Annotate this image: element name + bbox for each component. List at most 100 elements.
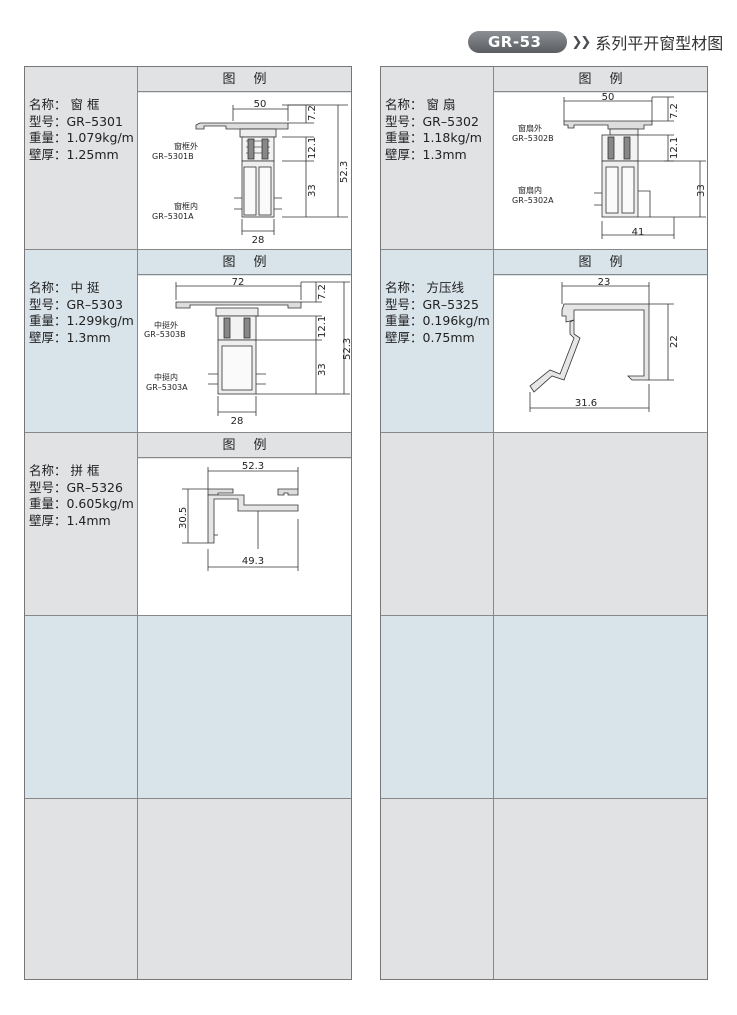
label-inner: 中挺内 xyxy=(154,372,178,382)
dim-width-top: 72 xyxy=(232,277,245,288)
dim-total: 52.3 xyxy=(342,338,351,360)
label-outer-code: GR–5301B xyxy=(152,152,194,161)
profile-drawing-5302: 50 7.2 12.1 33 41 窗扇外 GR–5302B 窗扇内 GR–53… xyxy=(512,92,707,239)
spec-wall: 壁厚：1.4mm xyxy=(29,512,111,528)
figure-cell xyxy=(494,799,707,979)
dim-h2: 12.1 xyxy=(669,137,680,159)
spec-model: 型号：GR–5301 xyxy=(29,113,123,129)
spec-wall: 壁厚：0.75mm xyxy=(385,329,475,345)
spec-weight: 重量：0.605kg/m xyxy=(29,496,134,511)
dim-h3: 33 xyxy=(317,363,328,376)
figure-header: 图例 xyxy=(494,250,707,275)
figure-header: 图例 xyxy=(138,250,351,275)
dim-width-top: 23 xyxy=(598,277,611,288)
label-inner-code: GR–5301A xyxy=(152,212,194,221)
spec-model: 型号：GR–5303 xyxy=(29,296,123,312)
spec-cell: 名称： 方压线 型号：GR–5325 重量：0.196kg/m 壁厚：0.75m… xyxy=(381,250,494,432)
dim-width-bottom: 28 xyxy=(252,235,265,246)
spec-cell: 名称： 窗 扇 型号：GR–5302 重量：1.18kg/m 壁厚：1.3mm xyxy=(381,67,494,249)
label-inner-code: GR–5302A xyxy=(512,196,554,205)
dim-h1: 7.2 xyxy=(669,103,680,119)
dim-h1: 7.2 xyxy=(317,284,328,300)
dim-h3: 33 xyxy=(307,184,318,197)
spec-name: 名称： 方压线 xyxy=(385,280,464,295)
spec-weight: 重量：0.196kg/m xyxy=(385,313,490,328)
dim-total: 52.3 xyxy=(339,161,350,183)
figure-cell: 图例 xyxy=(138,250,353,432)
page-header: GR-53 ❯❯ 系列平开窗型材图 xyxy=(468,30,723,54)
spec-weight: 重量：1.18kg/m xyxy=(385,130,482,145)
figure-cell xyxy=(138,799,351,979)
profile-drawing-5303: 72 7.2 12.1 33 52.3 28 中挺外 GR–5303B 中挺内 … xyxy=(144,277,353,427)
dim-width-top: 50 xyxy=(602,93,615,103)
figure-cell: 图例 52.3 xyxy=(138,433,351,615)
dim-width-bottom: 41 xyxy=(632,227,645,238)
profile-drawing-5301: 50 7.2 12.1 33 52.3 28 窗框外 GR–5301B 窗框内 … xyxy=(152,99,350,246)
spec-name: 名称： 拼 框 xyxy=(29,463,100,478)
spec-cell xyxy=(381,616,494,798)
spec-name: 名称： 中 挺 xyxy=(29,280,100,295)
figure-cell: 图例 xyxy=(138,67,351,249)
spec-weight: 重量：1.299kg/m xyxy=(29,313,134,328)
empty-row xyxy=(25,616,351,799)
label-outer: 中挺外 xyxy=(154,320,178,330)
figure-header: 图例 xyxy=(138,67,351,92)
right-column: 名称： 窗 扇 型号：GR–5302 重量：1.18kg/m 壁厚：1.3mm … xyxy=(380,66,708,980)
spec-cell xyxy=(25,616,138,798)
profile-drawing-5325: 23 22 31.6 xyxy=(529,277,680,412)
label-outer: 窗扇外 xyxy=(518,123,542,133)
dim-height: 22 xyxy=(669,335,680,348)
empty-row xyxy=(381,433,707,616)
spec-cell: 名称： 拼 框 型号：GR–5326 重量：0.605kg/m 壁厚：1.4mm xyxy=(25,433,138,615)
spec-cell xyxy=(25,799,138,979)
profile-row-5301: 名称： 窗 框 型号：GR–5301 重量：1.079kg/m 壁厚：1.25m… xyxy=(25,67,351,250)
spec-name: 名称： 窗 扇 xyxy=(385,97,456,112)
figure-header: 图例 xyxy=(494,67,707,92)
label-inner: 窗扇内 xyxy=(518,185,542,195)
dim-height: 30.5 xyxy=(178,507,189,529)
figure-cell xyxy=(494,616,707,798)
dim-h2: 12.1 xyxy=(307,137,318,159)
figure-header: 图例 xyxy=(138,433,351,458)
spec-cell xyxy=(381,433,494,615)
empty-row xyxy=(381,616,707,799)
profile-drawing-5326: 52.3 30.5 49.3 xyxy=(178,461,299,571)
dim-width-top: 52.3 xyxy=(242,461,264,472)
label-inner: 窗框内 xyxy=(174,201,198,211)
dim-h2: 12.1 xyxy=(317,316,328,338)
double-chevron-icon: ❯❯ xyxy=(571,34,591,50)
empty-row xyxy=(381,799,707,979)
dim-width-bottom: 28 xyxy=(231,416,244,427)
spec-cell: 名称： 中 挺 型号：GR–5303 重量：1.299kg/m 壁厚：1.3mm xyxy=(25,250,138,432)
profile-row-5325: 名称： 方压线 型号：GR–5325 重量：0.196kg/m 壁厚：0.75m… xyxy=(381,250,707,433)
label-outer: 窗框外 xyxy=(174,141,198,151)
spec-model: 型号：GR–5326 xyxy=(29,479,123,495)
spec-cell xyxy=(381,799,494,979)
label-outer-code: GR–5302B xyxy=(512,134,554,143)
spec-weight: 重量：1.079kg/m xyxy=(29,130,134,145)
figure-cell xyxy=(494,433,707,615)
label-inner-code: GR–5303A xyxy=(146,383,188,392)
series-badge: GR-53 xyxy=(468,31,568,53)
profile-row-5326: 名称： 拼 框 型号：GR–5326 重量：0.605kg/m 壁厚：1.4mm… xyxy=(25,433,351,616)
profile-row-5302: 名称： 窗 扇 型号：GR–5302 重量：1.18kg/m 壁厚：1.3mm … xyxy=(381,67,707,250)
dim-h1: 7.2 xyxy=(307,105,318,121)
page-title: 系列平开窗型材图 xyxy=(595,34,724,53)
spec-wall: 壁厚：1.3mm xyxy=(29,329,111,345)
dim-h3: 33 xyxy=(696,184,707,197)
dim-width-top: 50 xyxy=(254,99,267,110)
figure-cell: 图例 23 22 31.6 xyxy=(494,250,707,432)
spec-cell: 名称： 窗 框 型号：GR–5301 重量：1.079kg/m 壁厚：1.25m… xyxy=(25,67,138,249)
figure-cell: 图例 xyxy=(494,67,707,249)
profile-row-5303: 名称： 中 挺 型号：GR–5303 重量：1.299kg/m 壁厚：1.3mm… xyxy=(25,250,353,433)
spec-wall: 壁厚：1.25mm xyxy=(29,146,119,162)
spec-model: 型号：GR–5302 xyxy=(385,113,479,129)
spec-model: 型号：GR–5325 xyxy=(385,296,479,312)
figure-cell xyxy=(138,616,351,798)
label-outer-code: GR–5303B xyxy=(144,330,186,339)
dim-width-bottom: 31.6 xyxy=(575,398,597,409)
empty-row xyxy=(25,799,351,979)
spec-name: 名称： 窗 框 xyxy=(29,97,100,112)
dim-width-bottom: 49.3 xyxy=(242,556,264,567)
left-column: 名称： 窗 框 型号：GR–5301 重量：1.079kg/m 壁厚：1.25m… xyxy=(24,66,353,980)
